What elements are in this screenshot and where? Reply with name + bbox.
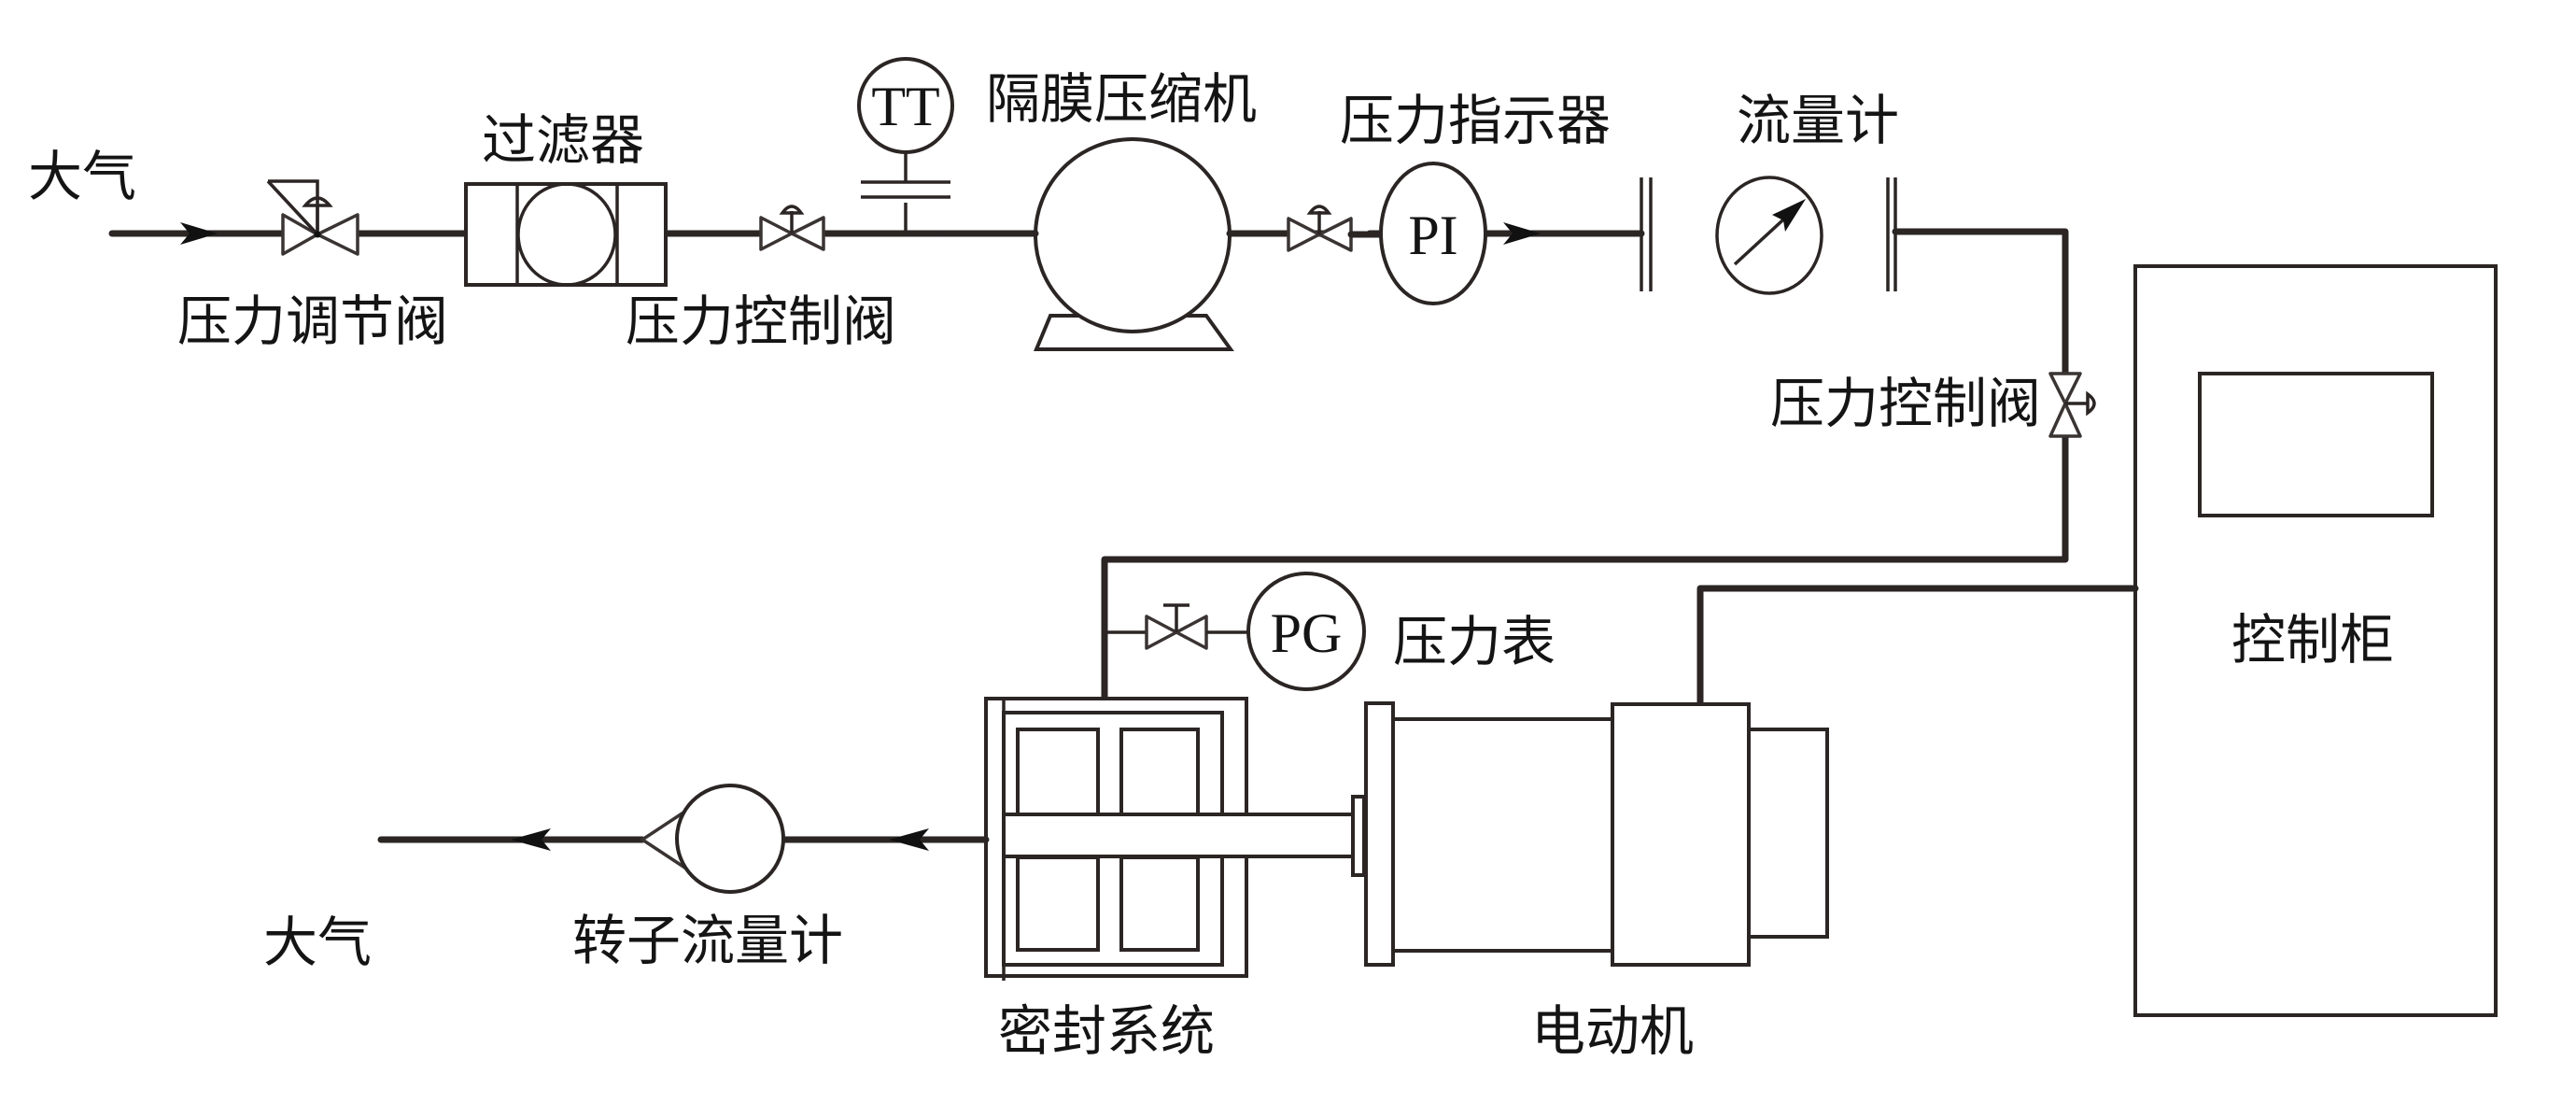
seal-system-label: 密封系统 — [998, 999, 1215, 1063]
cabinet-label: 控制柜 — [2231, 608, 2394, 672]
pressure-gauge-label: 压力表 — [1393, 610, 1555, 673]
rotameter-label: 转子流量计 — [572, 909, 843, 972]
actuator-icon — [1306, 205, 1332, 215]
pressure-control-valve-pi[interactable] — [1287, 205, 1353, 252]
valve-icon — [790, 216, 825, 251]
filter-label: 过滤器 — [482, 108, 644, 172]
valve-icon — [316, 213, 359, 256]
motor-end-cap — [1747, 728, 1829, 939]
gauge-needle-icon — [1772, 199, 1806, 232]
rotameter-body — [675, 784, 785, 894]
pressure-gauge-bubble — [1246, 572, 1366, 691]
flowmeter-label: 流量计 — [1737, 89, 1899, 152]
seal-system[interactable] — [984, 697, 1366, 981]
coupling — [1351, 795, 1366, 877]
diaphragm-compressor[interactable] — [1034, 137, 1234, 351]
filter-element-icon — [516, 182, 617, 287]
regulator-feedback-icon — [266, 179, 319, 236]
pressure-regulating-valve-label: 压力调节阀 — [177, 290, 448, 353]
flow-arrow-icon — [180, 222, 218, 245]
valve-icon — [2048, 402, 2082, 438]
outlet-atmosphere-label: 大气 — [263, 911, 372, 974]
pressure-regulating-valve[interactable] — [266, 179, 359, 256]
filter[interactable] — [464, 182, 668, 287]
motor-label: 电动机 — [1531, 999, 1694, 1063]
flow-arrow-icon — [1503, 222, 1541, 245]
rotameter[interactable] — [640, 784, 785, 894]
motor-body — [1391, 717, 1614, 953]
valve-icon — [1317, 217, 1353, 252]
tt-tag: TT — [871, 76, 939, 137]
control-cabinet[interactable]: 控制柜 — [2133, 264, 2498, 1017]
inlet-atmosphere-label: 大气 — [28, 145, 136, 208]
flowmeter[interactable] — [1640, 176, 1897, 295]
pressure-control-valve-2-label: 压力控制阀 — [1770, 372, 2041, 435]
compressor-body — [1034, 137, 1232, 333]
pressure-control-valve-1[interactable] — [759, 205, 825, 251]
flowmeter-dial — [1715, 176, 1823, 295]
actuator-icon — [779, 205, 805, 215]
filter-housing — [464, 182, 668, 287]
flow-arrow-icon — [889, 828, 929, 851]
pipe-to-control-valve — [1892, 228, 2069, 377]
shaft — [1002, 813, 1355, 858]
valve-icon — [1287, 217, 1321, 252]
pi-tag: PI — [1408, 205, 1457, 266]
motor[interactable] — [1364, 701, 1829, 967]
pressure-gauge-branch[interactable]: PG — [1105, 572, 1366, 691]
pg-tag: PG — [1271, 602, 1343, 664]
valve-icon — [281, 213, 319, 256]
actuator-icon — [302, 196, 333, 207]
cabinet-screen — [2198, 372, 2434, 517]
actuator-icon — [2086, 390, 2096, 417]
valve-icon — [1175, 615, 1208, 650]
motor-cabinet-cable — [1696, 585, 2139, 708]
pressure-control-valve-1-label: 压力控制阀 — [626, 290, 896, 353]
flow-arrow-icon — [511, 828, 551, 851]
pressure-indicator-label: 压力指示器 — [1340, 89, 1611, 152]
instrument-bubble — [1379, 162, 1487, 305]
valve-icon — [2048, 372, 2082, 405]
motor-rear-housing — [1611, 702, 1751, 967]
valve-icon — [759, 216, 794, 251]
diaphragm-compressor-label: 隔膜压缩机 — [986, 67, 1257, 131]
pressure-indicator[interactable]: PI — [1379, 162, 1487, 305]
temperature-transmitter[interactable]: TT — [857, 57, 954, 233]
pressure-control-valve-2[interactable] — [2048, 372, 2096, 438]
motor-flange — [1364, 701, 1395, 967]
pipe-to-seal-system — [1101, 432, 2069, 702]
valve-icon — [1145, 615, 1178, 650]
